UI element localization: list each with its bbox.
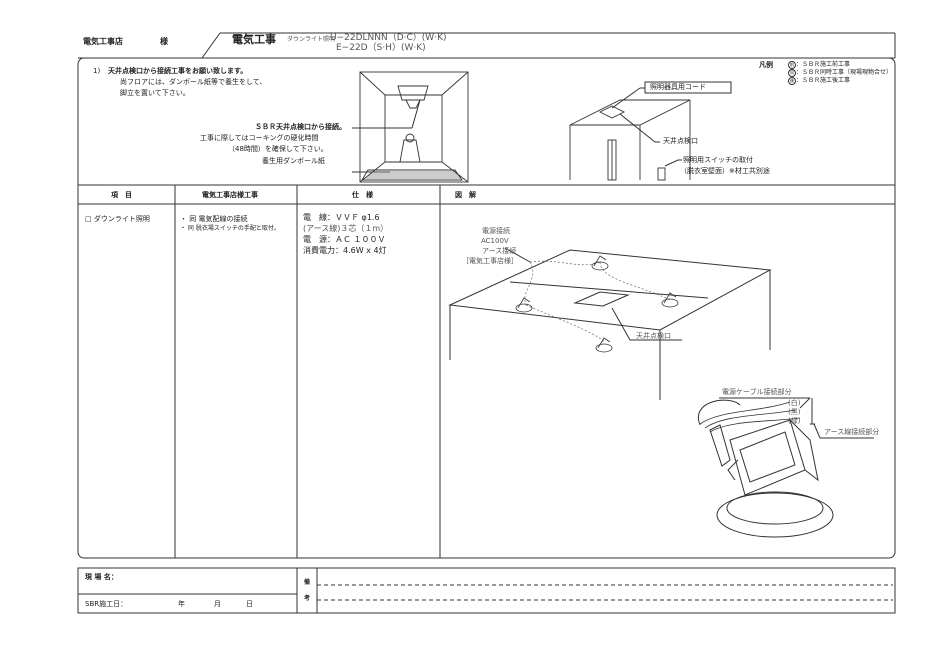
header-work: 電気工事店様工事: [202, 191, 258, 199]
row-spec-1: 電 線：ＶＶＦ φ1.6: [303, 213, 380, 222]
header-figure: 図 解: [455, 191, 476, 199]
legend-text-pre: ：ＳＢＲ施工前工事: [796, 61, 851, 68]
row-item: □ ダウンライト照明: [85, 215, 150, 223]
legend-item-post: 後：ＳＢＲ施工後工事: [788, 77, 892, 85]
diagram-cable-part: 電源ケーブル接続部分: [722, 388, 792, 396]
diagram-ac100v: AC100V: [481, 237, 509, 245]
page-title: 電気工事: [232, 33, 276, 46]
callout-switch-1: 照明用スイッチの取付: [683, 156, 753, 164]
row-spec-4: 消費電力：4.6W x 4灯: [303, 246, 387, 255]
date-day: 日: [246, 600, 253, 608]
legend-mark-pre: 前: [788, 61, 796, 69]
site-name-label: 現 場 名：: [85, 573, 118, 581]
legend-mark-same: 同: [788, 69, 796, 77]
legend-text-post: ：ＳＢＲ施工後工事: [796, 77, 851, 84]
callout-48h: （48時間）を確保して下さい。: [228, 145, 328, 153]
row-work-1: ・ 同 電気配線の接続: [180, 215, 248, 223]
legend: 前：ＳＢＲ施工前工事 同：ＳＢＲ同時工事（現場現物合せ） 後：ＳＢＲ施工後工事: [788, 61, 892, 85]
date-year: 年: [178, 600, 185, 608]
row-work-2: ・ 同 脱衣場スイッチの手配と取付。: [180, 225, 280, 232]
remarks-label-2: 考: [304, 595, 311, 602]
callout-switch-2: （脱衣室壁面）※材工共別途: [680, 167, 770, 175]
legend-text-same: ：ＳＢＲ同時工事（現場現物合せ）: [796, 69, 893, 76]
note-line-1: 天井点検口から接続工事をお願い致します。: [108, 67, 248, 75]
diagram-ceiling-hatch: 天井点検口: [636, 332, 671, 340]
diagram-power-connect: 電源接続: [482, 227, 510, 235]
callout-cardboard: 養生用ダンボール紙: [262, 157, 325, 165]
diagram-green: (緑): [788, 417, 801, 425]
legend-mark-post: 後: [788, 77, 796, 85]
date-month: 月: [214, 600, 221, 608]
row-spec-3: 電 源：ＡＣ １００Ｖ: [303, 235, 386, 244]
callout-fixture-cord: 照明器具用コード: [650, 83, 706, 91]
note-line-3: 脚立を置いて下さい。: [120, 89, 190, 97]
diagram-shop: ［電気工事店様］: [462, 257, 518, 265]
legend-item-same: 同：ＳＢＲ同時工事（現場現物合せ）: [788, 69, 892, 77]
callout-sbr-connect: ＳＢＲ天井点検口から接続。: [255, 123, 346, 131]
legend-item-pre: 前：ＳＢＲ施工前工事: [788, 61, 892, 69]
diagram-white: (白): [788, 399, 801, 407]
legend-title: 凡例: [759, 61, 773, 69]
header-spec: 仕 様: [352, 191, 373, 199]
header-item: 項 目: [111, 191, 132, 199]
note-line-2: 尚フロアには、ダンボール紙等で養生をして、: [120, 78, 267, 86]
contractor-label: 電気工事店: [83, 37, 123, 46]
callout-ceiling-hatch: 天井点検口: [663, 137, 698, 145]
diagram-black: (黒): [788, 408, 801, 416]
product-label: ダウンライト照明: [287, 36, 336, 43]
model-number-1: U−22DLNNN（D·C）(W·K): [330, 33, 447, 43]
row-spec-2: (アース線)３芯（１m）: [303, 224, 389, 233]
sbr-date-label: SBR施工日：: [85, 600, 128, 608]
diagram-earth-connect: アース接続: [482, 247, 517, 255]
note-number: 1): [93, 67, 101, 75]
model-number-2: E−22D（S·H）(W·K): [336, 43, 426, 53]
callout-caulking: 工事に際してはコーキングの硬化時間: [200, 134, 319, 142]
diagram-earth-part: アース線接続部分: [824, 428, 880, 436]
remarks-label-1: 備: [304, 579, 311, 586]
honorific-label: 様: [160, 37, 168, 46]
